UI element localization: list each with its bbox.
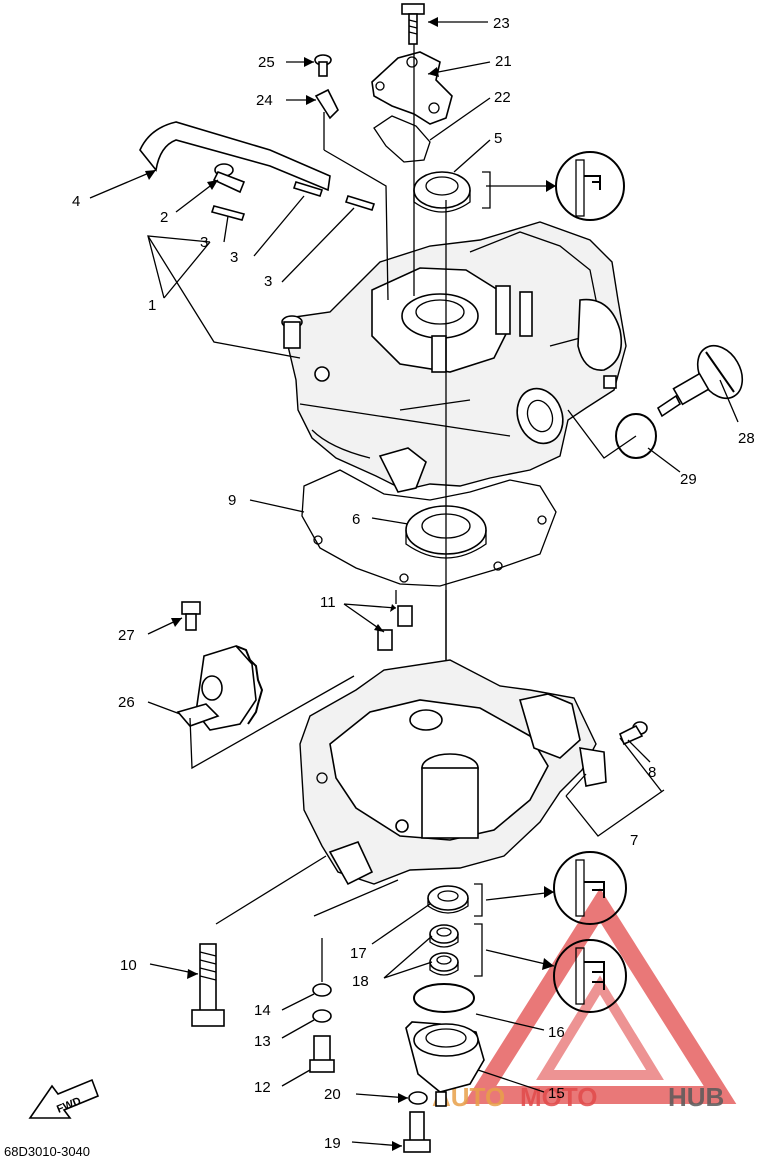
callout-15: 15	[548, 1085, 565, 1102]
callout-26: 26	[118, 694, 135, 711]
callout-17: 17	[350, 945, 367, 962]
callout-9: 9	[228, 492, 236, 509]
callout-28: 28	[738, 430, 755, 447]
callout-21: 21	[495, 53, 512, 70]
leader-lines	[89, 17, 739, 1151]
callout-10: 10	[120, 957, 137, 974]
callout-5: 5	[494, 130, 502, 147]
callout-25: 25	[258, 54, 275, 71]
bolt-10	[191, 943, 225, 1027]
callout-12: 12	[254, 1079, 271, 1096]
drain-plug-12	[309, 1035, 335, 1073]
callout-29: 29	[680, 471, 697, 488]
pipe-4	[139, 121, 331, 192]
oil-seal-18-a	[429, 924, 459, 948]
oil-plug-28	[656, 344, 744, 418]
watermark-logo: AUTO MOTO HUB	[432, 888, 737, 1112]
detail-circle-bottom-1	[474, 851, 627, 925]
callout-24: 24	[256, 92, 273, 109]
bolt-19	[403, 1111, 431, 1153]
callout-19: 19	[324, 1135, 341, 1152]
callout-13: 13	[254, 1033, 271, 1050]
callout-7: 7	[630, 832, 638, 849]
callout-3-c: 3	[264, 273, 272, 290]
screw-25	[314, 54, 332, 77]
callout-3-b: 3	[230, 249, 238, 266]
detail-circle-top	[482, 151, 625, 221]
callout-6: 6	[352, 511, 360, 528]
washer-20	[408, 1091, 428, 1105]
bolt-8	[618, 721, 648, 746]
clamp-24	[314, 88, 339, 120]
watermark-text-moto: MOTO	[520, 1082, 598, 1112]
o-ring-16	[413, 983, 475, 1013]
diagram-code: 68D3010-3040	[4, 1144, 90, 1159]
pin-3-b	[292, 181, 324, 197]
gasket-9	[301, 469, 557, 587]
dowel-11-a	[397, 605, 413, 627]
callout-22: 22	[494, 89, 511, 106]
bolt-2	[212, 163, 246, 194]
oil-seal-18-b	[429, 952, 459, 976]
cover-21	[371, 51, 453, 125]
detail-circle-bottom-2	[474, 923, 627, 1013]
bolt-23	[401, 3, 425, 45]
callout-labels: 23 21 25 24 22 5 4 2 3 3 3 1 28 29 9 6 1…	[72, 15, 755, 1152]
o-ring-29	[615, 413, 657, 459]
washer-13	[312, 1009, 332, 1023]
callout-16: 16	[548, 1024, 565, 1041]
dowel-11-b	[377, 629, 393, 651]
pin-3-a	[210, 205, 246, 221]
oil-seal-17	[427, 885, 469, 914]
seal-housing-15	[405, 1021, 485, 1107]
callout-11: 11	[320, 594, 336, 611]
callout-27: 27	[118, 627, 135, 644]
washer-14	[312, 983, 332, 997]
pin-3-c	[344, 195, 376, 211]
oil-seal-5	[413, 171, 471, 213]
callout-2: 2	[160, 209, 168, 226]
cylinder-block-1	[281, 221, 627, 493]
callout-3-a: 3	[200, 234, 208, 251]
fwd-arrow-icon: FWD	[28, 1078, 100, 1119]
callout-4: 4	[72, 193, 80, 210]
callout-23: 23	[493, 15, 510, 32]
callout-18: 18	[352, 973, 369, 990]
bolt-27	[181, 601, 201, 631]
gasket-22	[373, 115, 431, 163]
callout-14: 14	[254, 1002, 271, 1019]
callout-20: 20	[324, 1086, 341, 1103]
callout-8: 8	[648, 764, 656, 781]
watermark-text-hub: HUB	[668, 1082, 724, 1112]
gear-assembly-26	[176, 645, 264, 731]
callout-1: 1	[148, 297, 156, 314]
crankcase-7	[299, 659, 607, 886]
